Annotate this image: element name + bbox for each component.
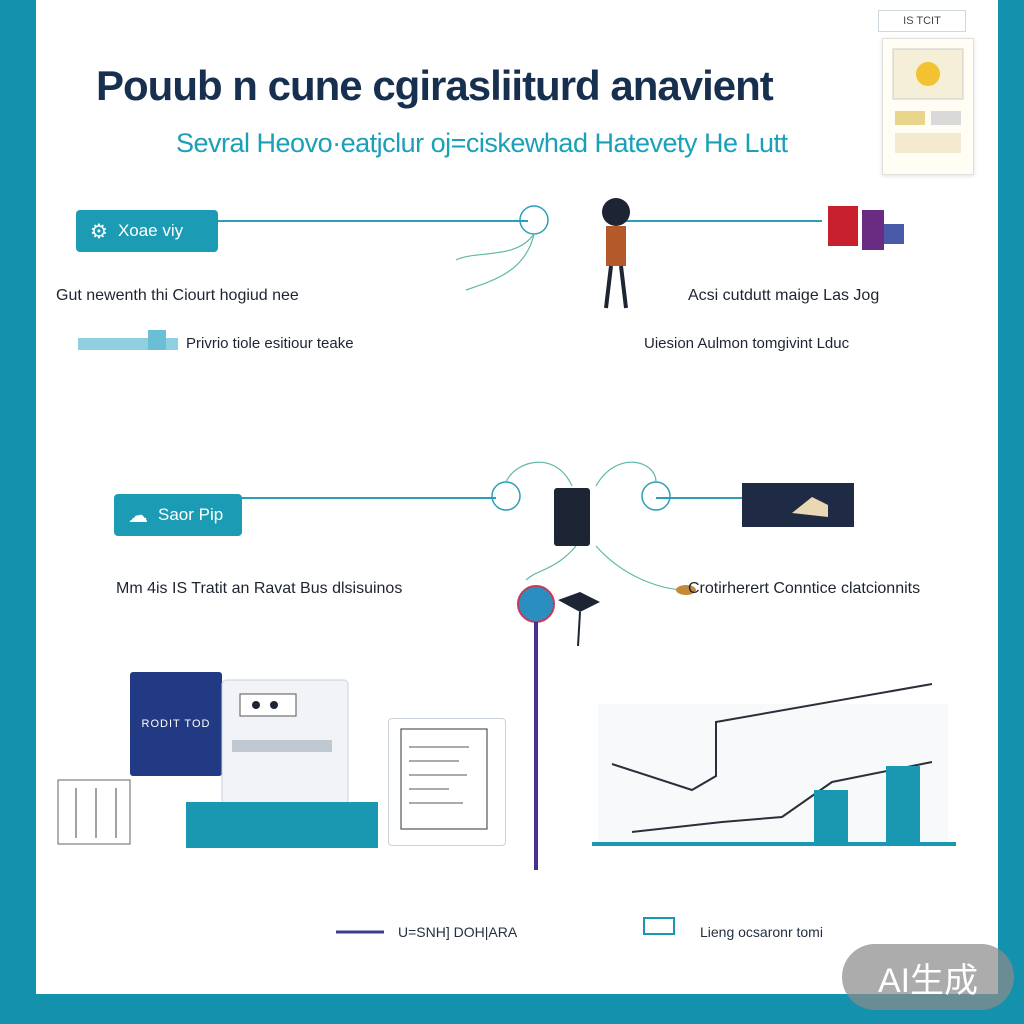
page-title: Pouub n cune cgirasliiturd anavient	[96, 62, 774, 109]
network-icon: ⚙	[90, 220, 108, 243]
footer-right-icon	[643, 917, 675, 935]
dark-panel-hand	[792, 497, 828, 517]
section2-pill: ☁ Saor Pip	[114, 494, 242, 536]
section2-right-connector	[656, 497, 742, 499]
rack-frame	[57, 779, 131, 845]
section2-left-connector	[242, 497, 496, 499]
blue-block	[884, 224, 904, 244]
section1-blocks-illustration	[828, 206, 904, 250]
monitor-dot-2	[270, 701, 278, 709]
section2-pill-label: Saor Pip	[158, 505, 224, 524]
hub-leaf	[676, 585, 696, 595]
thumbnail-block-1	[895, 111, 925, 125]
person-leg-left	[604, 265, 613, 309]
section1-wire-2	[465, 233, 535, 291]
monitor-window	[221, 679, 349, 805]
corner-badge: IS TCIT	[878, 10, 966, 32]
thumbnail-block-2	[931, 111, 961, 125]
section1-pill-label: Xoae viy	[117, 221, 184, 240]
infographic-page: Pouub n cune cgirasliiturd anavient Sevr…	[36, 0, 998, 994]
section2-right-caption: Crotirherert Conntice clatcionnits	[688, 580, 921, 597]
thumbnail-sun	[916, 62, 940, 86]
footer-left-text: U=SNH] DOH|ARA	[398, 924, 518, 940]
corner-thumbnail	[882, 38, 974, 175]
dark-panel-bg	[742, 483, 854, 527]
monitor-bar	[232, 740, 332, 752]
section1-node	[519, 205, 549, 235]
hub-wire-1	[505, 461, 573, 487]
section1-figure	[455, 198, 630, 309]
footer-right-icon-frame	[643, 917, 675, 935]
page-subtitle: Sevral Heovo·eatjclur oj=ciskewhad Hatev…	[176, 128, 788, 158]
thumbnail-block-3	[895, 133, 961, 153]
teal-banner	[186, 802, 378, 848]
navy-card: RODIT TOD	[130, 672, 222, 776]
doc-outline	[400, 728, 488, 830]
chart-line-upper	[611, 683, 933, 792]
section1-left-caption-1: Gut newenth thi Ciourt hogiud nee	[56, 287, 299, 304]
section1-right-caption-1: Acsi cutdutt maige Las Jog	[688, 287, 880, 304]
section1-left-caption-2: Privrio tiole esitiour teake	[186, 335, 354, 352]
section1-left-connector	[218, 220, 528, 222]
section1-pill: ⚙ Xoae viy	[76, 210, 218, 252]
section1-wire-1	[455, 233, 535, 261]
document-lines	[400, 728, 488, 830]
hub-wire-3	[525, 545, 577, 581]
hub-cup	[554, 488, 590, 546]
section1-skyline-icon	[78, 330, 178, 350]
timeline-globe	[517, 585, 555, 623]
ai-generated-watermark: AI生成	[842, 944, 1014, 1010]
section2-left-caption: Mm 4is IS Tratit an Ravat Bus dlsisuinos	[116, 580, 403, 597]
section2-hub-diagram	[491, 461, 696, 595]
section1-right-caption-2: Uiesion Aulmon tomgivint Lduc	[644, 335, 850, 352]
monitor-toggle	[239, 693, 297, 717]
monitor-dot-1	[252, 701, 260, 709]
chart-line-lower	[631, 761, 933, 833]
thumbnail-illustration	[892, 48, 964, 153]
chart-bar-1	[814, 790, 848, 844]
red-block	[828, 206, 858, 246]
cap-tassel	[577, 611, 581, 647]
footer-left-icon	[336, 930, 384, 934]
hub-node-left	[491, 481, 521, 511]
section2-dark-panel	[742, 483, 854, 527]
hub-wire-2	[595, 461, 657, 487]
cap-top	[558, 592, 600, 612]
person-leg-right	[619, 265, 628, 309]
purple-block	[862, 210, 884, 250]
skyline-tower	[148, 330, 166, 350]
section1-right-connector	[622, 220, 822, 222]
document-card	[388, 718, 506, 846]
graduation-cap-icon	[558, 592, 600, 647]
server-rack-icon	[57, 779, 131, 845]
person-head	[602, 198, 630, 226]
chart-bar-2	[886, 766, 920, 844]
hub-node-right	[641, 481, 671, 511]
hub-wire-4	[595, 545, 687, 591]
chart-illustration	[592, 683, 956, 846]
footer-right-text: Lieng ocsaronr tomi	[700, 924, 823, 940]
cloud-icon: ☁	[128, 504, 148, 527]
person-torso	[606, 226, 626, 266]
vertical-timeline	[517, 585, 555, 870]
